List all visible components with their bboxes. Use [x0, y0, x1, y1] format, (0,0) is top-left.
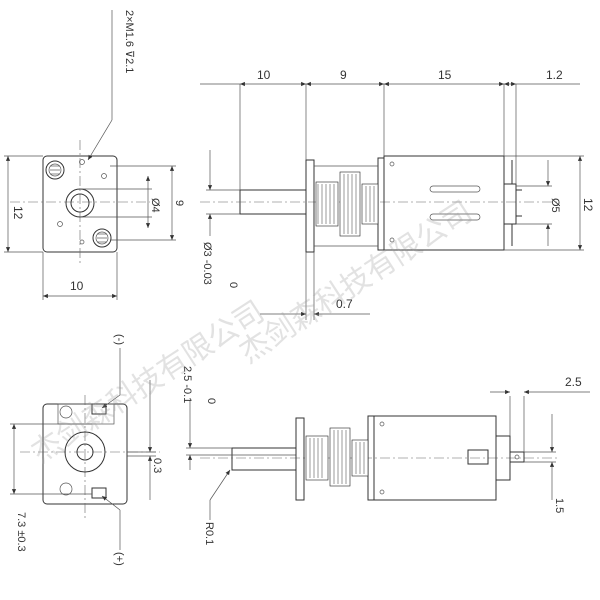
gearbox-len-label: 9 — [340, 68, 347, 82]
end-cap — [503, 183, 517, 225]
bore-dia-label: Ø4 — [149, 198, 161, 213]
flat-depth-label: 2.5 -0.1 — [181, 366, 193, 403]
front-height-label: 12 — [11, 206, 25, 220]
screw-hole-lower — [92, 228, 112, 248]
overall-height-label: 12 — [581, 198, 595, 212]
terminal-neg — [91, 403, 107, 415]
offset-label: 0.3 — [151, 458, 163, 473]
terminal-tab — [467, 449, 489, 465]
top-screws-label: 2×M1.6 ⊽2.1 — [123, 10, 135, 73]
front-view-top: 2×M1.6 ⊽2.1 12 10 Ø4 9 — [4, 10, 185, 300]
shaft-dia-label: Ø3 -0.03 — [201, 242, 213, 285]
shaft-dia-zero-label: 0 — [227, 282, 239, 288]
shaft-len-label: 10 — [257, 68, 271, 82]
gear-stack-top — [314, 165, 379, 247]
fillet-label: R0.1 — [203, 522, 215, 545]
front-spacing-label: 9 — [173, 200, 185, 206]
side-view-bottom: 2.5 -0.1 0 R0.1 2.5 1.5 — [181, 366, 590, 545]
front-width-label: 10 — [70, 279, 84, 293]
watermark-lower: 杰剑森科技有限公司 — [25, 294, 271, 470]
plate-thk-label: 0.7 — [336, 297, 353, 311]
side-view-top: 10 9 15 1.2 Ø3 -0.03 0 0.7 Ø5 12 — [200, 68, 595, 320]
gearbox-front-plate — [305, 159, 315, 253]
rear-bore — [76, 443, 94, 461]
screw-hole-upper — [45, 160, 65, 180]
terminal-pos — [91, 487, 107, 499]
terminal-thk-label: 1.5 — [553, 498, 565, 513]
pos-terminal-label: (+) — [113, 552, 125, 566]
term-spacing-label: 7.3 ±0.3 — [15, 512, 27, 552]
motor-dia-label: Ø5 — [549, 198, 561, 213]
output-shaft-flat — [231, 447, 297, 471]
end-cap-label: 1.2 — [546, 68, 563, 82]
front-view-bottom: (-) (+) 7.3 ±0.3 0.3 — [10, 334, 163, 566]
neg-terminal-label: (-) — [113, 334, 125, 345]
motor-len-label: 15 — [438, 68, 452, 82]
flat-zero-label: 0 — [205, 398, 217, 404]
gear-stack-bottom — [305, 427, 369, 487]
terminal-len-label: 2.5 — [565, 375, 582, 389]
